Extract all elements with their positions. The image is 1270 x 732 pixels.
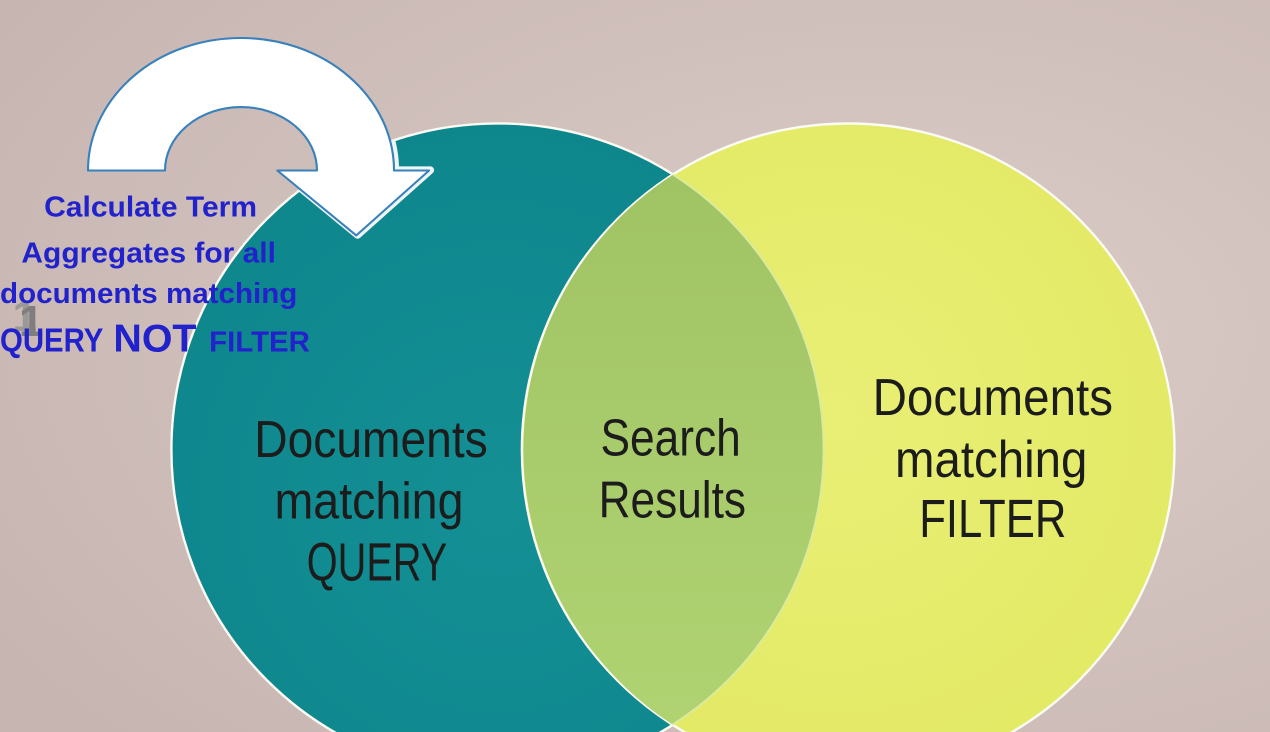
svg-text:Search: Search — [600, 410, 740, 468]
svg-text:Calculate Term: Calculate Term — [44, 192, 257, 224]
svg-text:documents matching: documents matching — [0, 278, 297, 310]
svg-text:FILTER: FILTER — [209, 327, 310, 359]
svg-text:matching: matching — [275, 473, 464, 531]
svg-text:NOT: NOT — [113, 318, 197, 361]
svg-text:FILTER: FILTER — [919, 489, 1066, 549]
svg-text:Documents: Documents — [873, 369, 1113, 427]
svg-text:Aggregates for all: Aggregates for all — [21, 238, 276, 270]
svg-text:1: 1 — [19, 297, 43, 346]
svg-text:1: 1 — [13, 292, 37, 341]
svg-text:QUERY: QUERY — [0, 322, 103, 359]
svg-text:matching: matching — [895, 431, 1087, 489]
svg-text:QUERY: QUERY — [307, 533, 448, 593]
svg-text:Results: Results — [599, 471, 746, 529]
svg-text:Documents: Documents — [254, 411, 488, 469]
